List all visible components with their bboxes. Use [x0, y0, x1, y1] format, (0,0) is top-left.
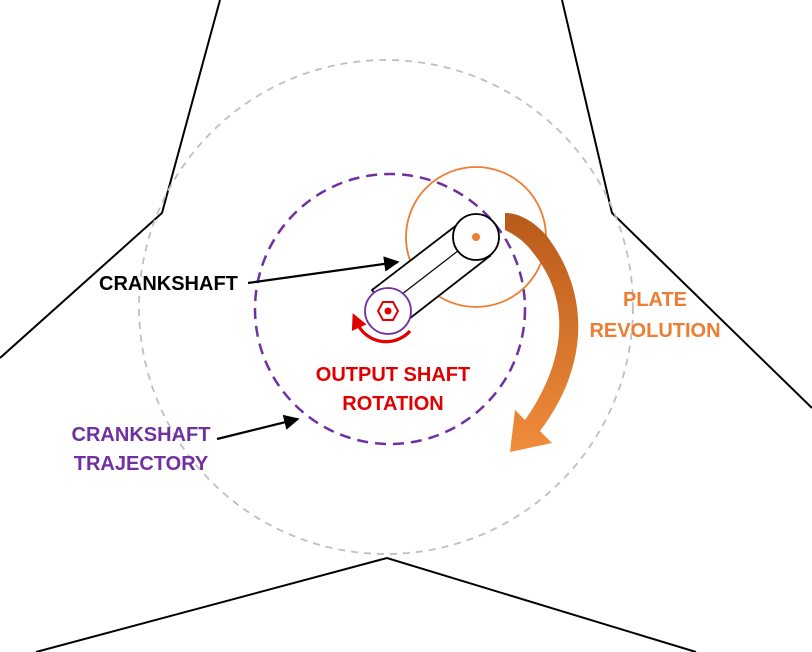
crankshaft-trajectory-label-line1: CRANKSHAFT [72, 424, 211, 446]
plate-revolution-label-line1: PLATE [623, 289, 687, 311]
crank-pin-dot [472, 233, 480, 241]
plate-revolution-label-line2: REVOLUTION [589, 320, 720, 342]
output-shaft-label-line1: OUTPUT SHAFT [316, 364, 470, 386]
crankshaft-label: CRANKSHAFT [99, 273, 238, 295]
output-shaft-rotation-arrow [351, 313, 412, 344]
output-shaft-dot [384, 307, 392, 315]
frame-outline-right [561, 0, 812, 409]
output-shaft-label-line2: ROTATION [342, 393, 443, 415]
trajectory-pointer-arrow [216, 414, 300, 441]
frame-outline-left [0, 0, 221, 359]
crankshaft-trajectory-label-line2: TRAJECTORY [74, 453, 209, 475]
outer-plate-circle [138, 59, 634, 555]
plate-revolution-arrow [505, 213, 579, 452]
frame-outline-bottom [35, 556, 697, 652]
crankshaft-pointer-arrow [247, 256, 400, 285]
crankshaft-trajectory-circle [253, 172, 527, 446]
